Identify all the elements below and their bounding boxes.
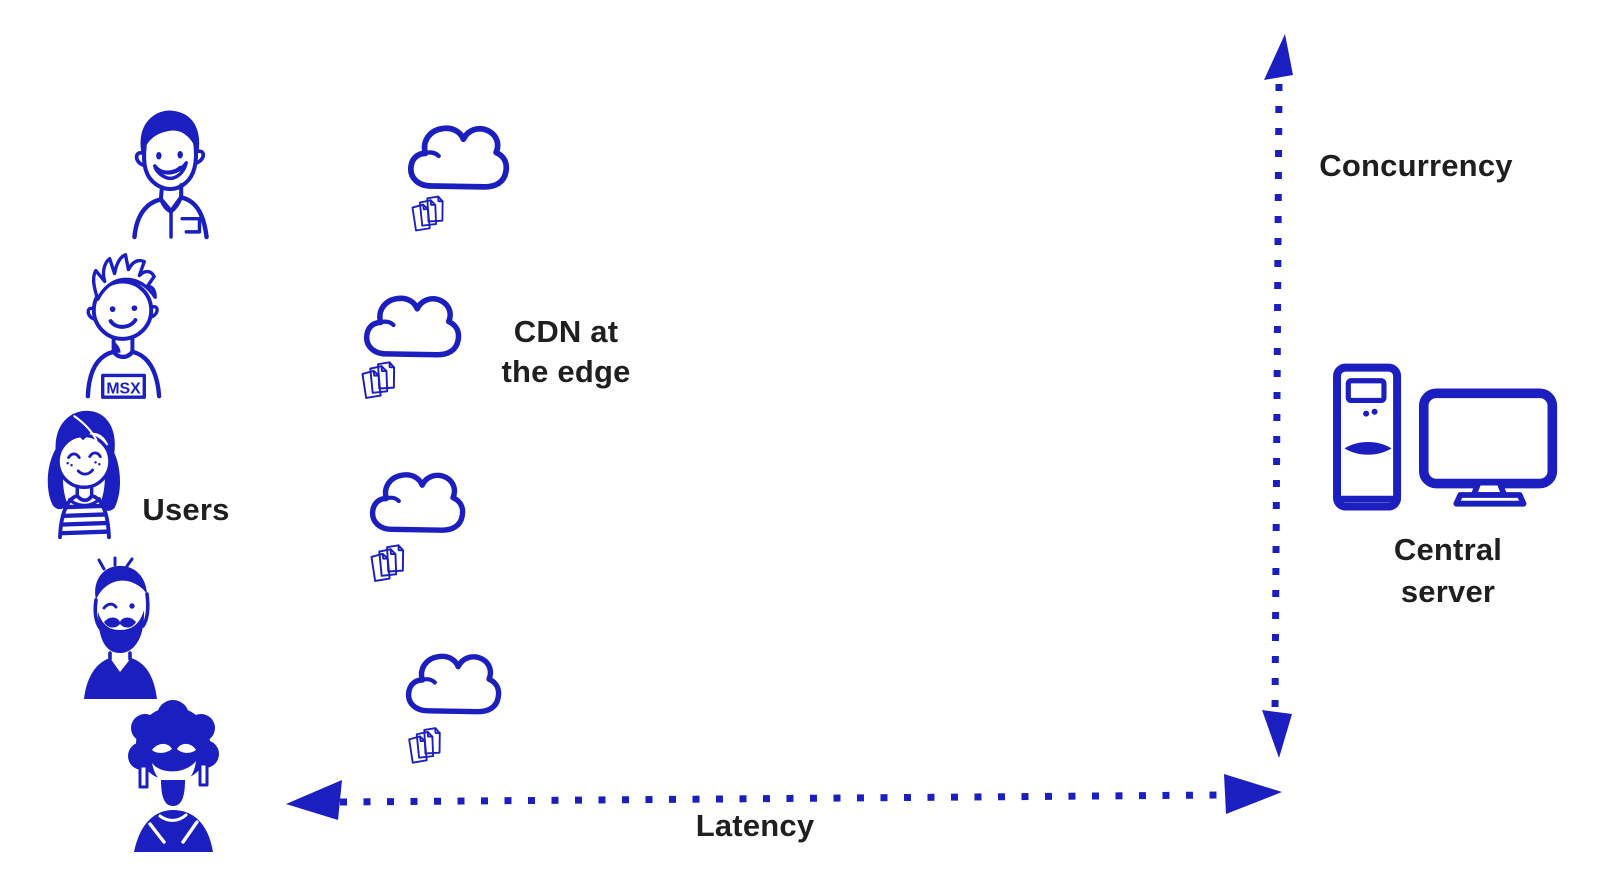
cloud-icon: [369, 472, 466, 533]
documents-stack-icon: [361, 361, 396, 399]
cloud-icon: [407, 125, 510, 190]
central-server-label-line2: server: [1400, 574, 1496, 609]
documents-stack-icon: [411, 195, 444, 232]
central-server-label-line1: Central: [1393, 532, 1503, 567]
user-man-beard-icon: [84, 556, 157, 699]
concurrency-axis-arrow: [1262, 34, 1293, 758]
concurrency-axis-label: Concurrency: [1319, 148, 1513, 183]
user-woman-afro-icon: [128, 700, 219, 852]
computer-tower-icon: [1333, 363, 1402, 511]
cloud-icon: [405, 653, 502, 715]
users-label: Users: [142, 492, 230, 527]
latency-axis-arrow: [286, 774, 1282, 820]
cloud-icon: [363, 295, 462, 358]
avatar-shirt-text: MSX: [106, 380, 141, 397]
documents-stack-icon: [370, 544, 405, 582]
cdn-label-line1: CDN at: [513, 314, 619, 349]
user-boy-spiky-hair-icon: MSX: [85, 253, 162, 399]
cdn-label-line2: the edge: [501, 354, 631, 389]
monitor-icon: [1418, 388, 1558, 507]
user-man-short-hair-icon: [132, 110, 209, 240]
documents-stack-icon: [408, 727, 441, 764]
user-woman-bob-hair-icon: [47, 410, 121, 540]
latency-axis-label: Latency: [695, 808, 815, 843]
